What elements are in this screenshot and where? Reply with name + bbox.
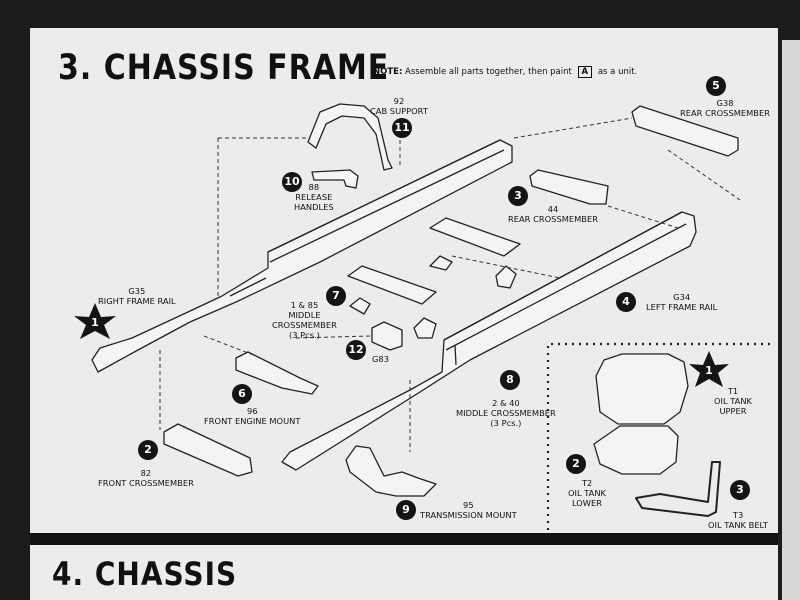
step-badge-3: 3 <box>508 186 528 206</box>
assembly-note: NOTE: Assemble all parts together, then … <box>373 66 637 78</box>
step-3-heading: 3. CHASSIS FRAME <box>58 48 390 89</box>
release-handles-part <box>311 169 359 189</box>
step-badge-4: 4 <box>616 292 636 312</box>
note-text: Assemble all parts together, then paint <box>405 67 572 77</box>
section-divider <box>30 533 778 545</box>
oil-tank-belt-part <box>635 461 721 517</box>
g83-block-part <box>371 321 403 351</box>
step-badge-5: 5 <box>706 76 726 96</box>
right-frame-rail-flange <box>229 139 505 297</box>
star-badge-oil-tank-upper <box>689 351 729 387</box>
note-prefix: NOTE: <box>373 67 403 77</box>
label-g83: G83 <box>372 354 389 364</box>
right-frame-rail-part <box>91 139 513 373</box>
step-badge-7: 7 <box>326 286 346 306</box>
step-badge-10: 10 <box>282 172 302 192</box>
rear-crossmember-44-part <box>529 169 609 205</box>
step-badge-9: 9 <box>396 500 416 520</box>
step-badge-1: 1 <box>91 316 99 329</box>
bracket-b <box>495 265 517 289</box>
step-badge-8: 8 <box>500 370 520 390</box>
step-badge-2: 2 <box>138 440 158 460</box>
bracket-c <box>349 297 371 315</box>
bracket-a <box>429 255 453 271</box>
step-badge-6: 6 <box>232 384 252 404</box>
bracket-d <box>413 317 437 339</box>
middle-crossmember-plate-upper <box>429 217 521 257</box>
adjacent-page-edge <box>782 40 800 600</box>
step-4-heading: 4. CHASSIS <box>52 555 238 593</box>
assembly-guide-lines <box>159 117 741 452</box>
oil-step-badge-3: 3 <box>730 480 750 500</box>
cab-support-part <box>307 103 393 171</box>
oil-tank-lower-part <box>593 425 679 475</box>
front-crossmember-part <box>163 423 253 477</box>
middle-crossmember-plate-lower <box>347 265 437 305</box>
note-suffix: as a unit. <box>597 67 638 77</box>
star-badge-right-rail <box>74 303 116 339</box>
oil-tank-inset-border <box>546 342 774 530</box>
oil-tank-upper-part <box>595 353 689 425</box>
oil-step-badge-2: 2 <box>566 454 586 474</box>
step-badge-11: 11 <box>392 118 412 138</box>
oil-step-badge-1: 1 <box>705 364 713 377</box>
front-engine-mount-part <box>235 351 319 395</box>
left-frame-rail-flange <box>443 211 687 366</box>
rear-crossmember-g38-part <box>631 105 739 157</box>
step-badge-12: 12 <box>346 340 366 360</box>
paint-code-box: A <box>577 66 593 78</box>
transmission-mount-part <box>345 445 437 497</box>
